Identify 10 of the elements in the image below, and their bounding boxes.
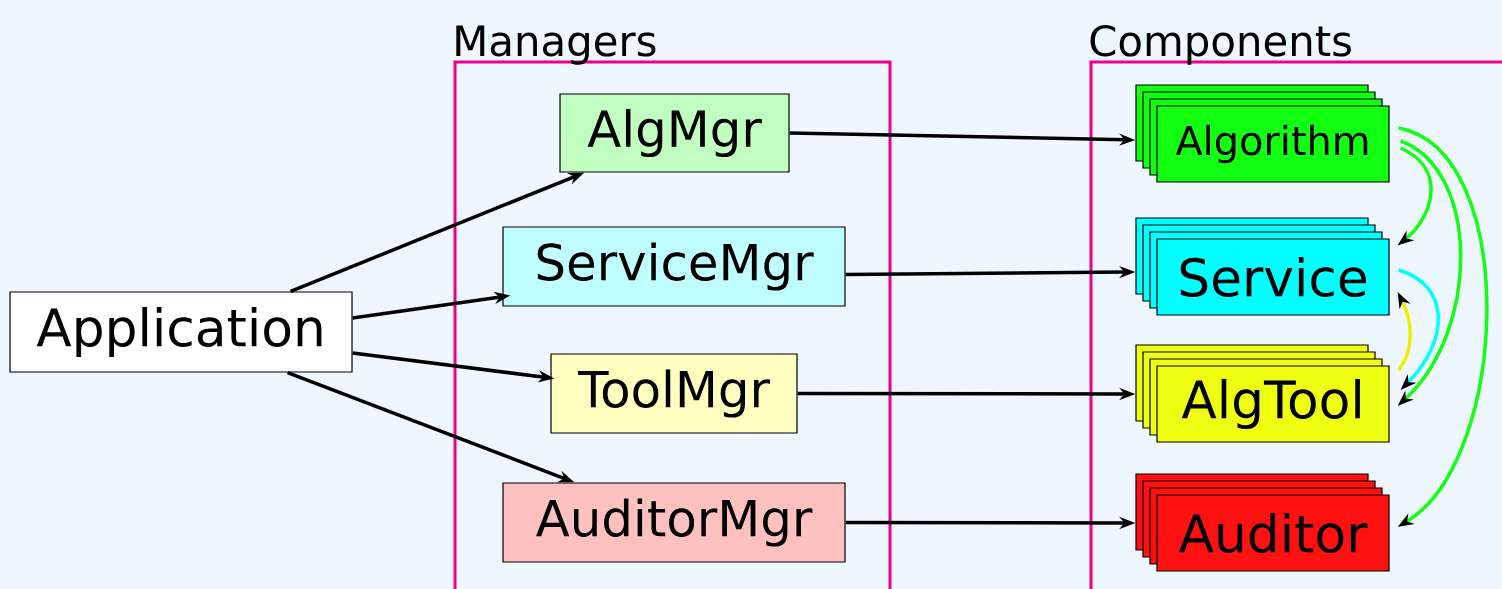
manager-box: AlgMgr bbox=[559, 93, 790, 173]
manager-box: AuditorMgr bbox=[502, 482, 846, 563]
component-stack: Auditor bbox=[1135, 473, 1390, 572]
manager-box: ServiceMgr bbox=[502, 226, 846, 307]
manager-box: ToolMgr bbox=[550, 353, 798, 434]
component-stack: Algorithm bbox=[1135, 84, 1390, 183]
application-box: Application bbox=[9, 291, 353, 373]
component-stack: AlgTool bbox=[1135, 344, 1390, 443]
component-stack: Service bbox=[1135, 217, 1390, 316]
curved-arrow bbox=[1397, 126, 1489, 527]
